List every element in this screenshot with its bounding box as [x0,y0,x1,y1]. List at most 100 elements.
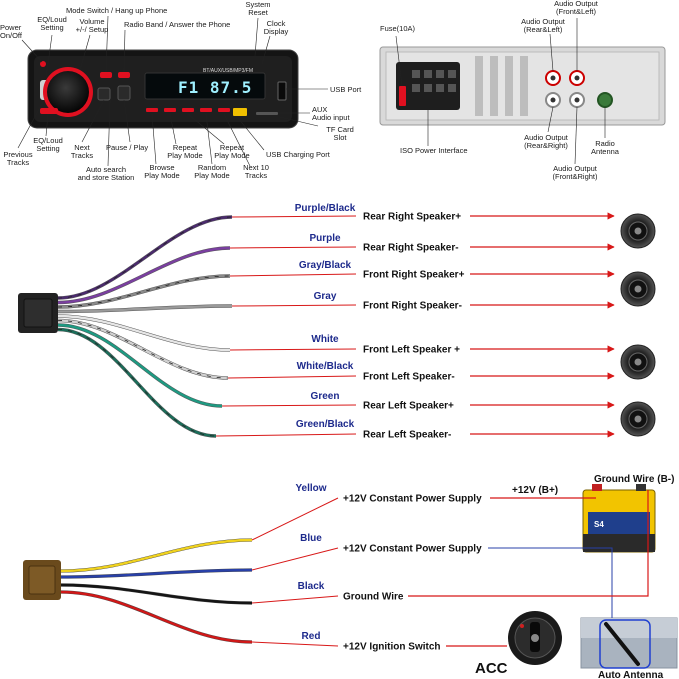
ignition-switch [508,611,562,665]
mode-switch-label: Mode Switch / Hang up Phone [66,6,167,15]
auto-antenna [580,617,678,669]
speaker-function-label: Rear Left Speaker- [363,430,451,441]
usb-port-label: USB Port [330,85,362,94]
speaker-icon [620,213,656,249]
iso-label: ISO Power Interface [400,146,468,155]
browse-leader [151,113,157,165]
usb-port[interactable] [277,81,287,101]
preset-button-3[interactable] [182,108,194,112]
wire-color-label: Purple [309,233,341,244]
iso-pins [412,70,456,92]
power-wire-color-label: Blue [300,533,322,544]
rear-callouts [395,18,606,165]
repeat-a-leader [169,113,177,145]
power-rows: Yellow+12V Constant Power SupplyBlue+12V… [251,483,482,653]
speaker-function-label: Front Right Speaker+ [363,270,465,281]
mode-leader [105,15,109,73]
wire-leader [251,497,339,541]
fuse-leader [395,35,403,87]
auto-search-leader [107,99,111,167]
usb-charge-leader [237,117,265,151]
random-leader [205,113,213,165]
power-wire-color-label: Red [302,631,321,642]
wire-color-label: Gray [314,291,337,302]
rear-panel: Fuse(10A) ISO Power Interface Audio Outp… [379,0,666,181]
battery-label-band [588,512,650,534]
wire-leader [221,404,357,407]
wire-color-label: White/Black [297,361,354,372]
power-function-label: +12V Ignition Switch [343,642,441,653]
yellow-power-wire [60,538,253,573]
wire-color-label: White [311,334,339,345]
next-leader [81,99,105,143]
power-button[interactable] [40,61,46,67]
speaker-function-label: Rear Right Speaker- [363,243,459,254]
usb-charging-label: USB Charging Port [266,150,331,159]
battery-plus-terminal [592,484,602,491]
red-power-wire [60,590,253,644]
pause-play-button[interactable] [117,85,131,101]
black-power-wire [60,583,253,605]
acc-label: ACC [475,660,508,677]
preset-button-2[interactable] [164,108,176,112]
tf-leader [279,116,319,127]
power-function-label: Ground Wire [343,592,404,603]
wire-leader [251,641,339,647]
wire-leader [251,595,339,604]
next10-leader [223,113,251,167]
speaker-function-label: Rear Right Speaker+ [363,212,461,223]
wire-color-label: Green/Black [296,419,355,430]
ground-line [408,490,649,597]
auto-antenna-label: Auto Antenna [598,670,664,679]
wire-leader [229,348,357,351]
tf-card-slot[interactable] [256,112,278,115]
gray-wire [57,304,233,313]
reset-leader [254,17,259,57]
out-rl-leader [549,33,554,72]
speaker-function-label: Rear Left Speaker+ [363,401,454,412]
mode-button[interactable] [100,72,112,78]
radio-band-label: Radio Band / Answer the Phone [124,20,230,29]
repeat-b-leader [187,113,225,145]
preset-button-4[interactable] [200,108,212,112]
power-function-label: +12V Constant Power Supply [343,544,482,555]
speaker-icon [620,271,656,307]
blue-power-wire [60,568,253,579]
eq-loud-bottom-button[interactable] [40,108,58,114]
speaker-icon [620,401,656,437]
head-unit-callouts [17,15,328,167]
wire-leader [231,215,357,218]
usb-charging-port[interactable] [233,108,247,116]
power-wire-color-label: Black [298,581,325,592]
speaker-icon [620,344,656,380]
next-track-button[interactable] [97,87,111,101]
speaker-function-label: Front Left Speaker + [363,345,460,356]
preset-button-1[interactable] [146,108,158,112]
battery-brand: S4 [594,520,604,529]
out-fr-leader [574,106,578,165]
gray-black-wire [57,274,231,309]
preset-button-5[interactable] [218,108,230,112]
purple-wire [57,246,231,304]
ground-wire-label: Ground Wire (B-) [594,474,674,485]
antenna-socket[interactable] [597,92,613,108]
band-button[interactable] [118,72,130,78]
volume-knob[interactable] [47,71,89,113]
